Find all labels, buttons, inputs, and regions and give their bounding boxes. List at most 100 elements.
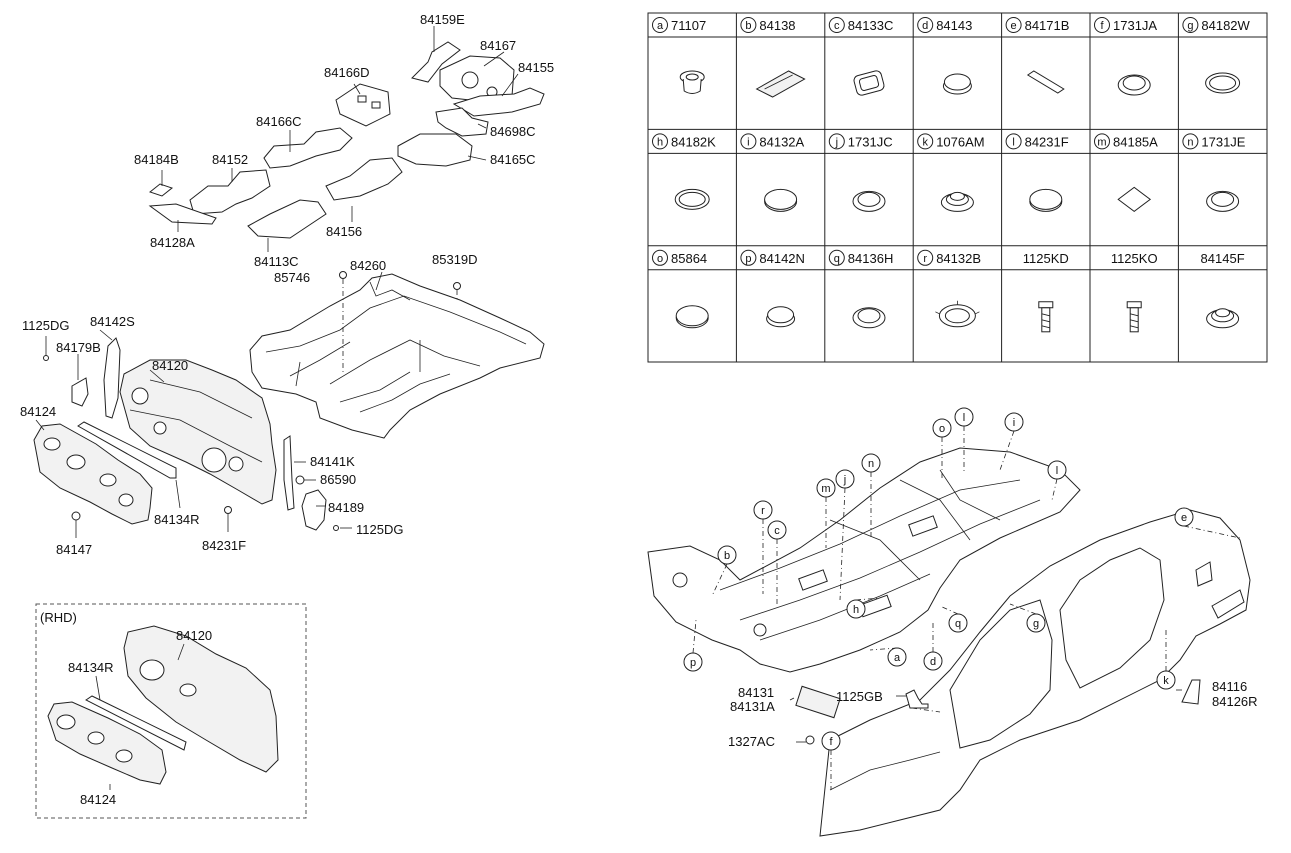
callout-k: k (1156, 630, 1176, 690)
rhd-title: (RHD) (40, 610, 77, 625)
pad-84156 (325, 157, 403, 201)
cell-letter: a (657, 20, 664, 32)
callout-letter: j (843, 474, 846, 486)
callout-letter: c (774, 525, 780, 537)
label-84124: 84124 (20, 404, 56, 419)
label-84167: 84167 (480, 38, 516, 53)
pad-icon (755, 70, 806, 98)
callout-m: m (816, 478, 836, 548)
label-1327AC: 1327AC (728, 734, 775, 749)
label-84134R: 84134R (154, 512, 200, 527)
cell-letter: f (1100, 20, 1104, 32)
stepped-plug-icon (940, 191, 974, 212)
cell-letter: n (1187, 136, 1193, 148)
table-cell-header: j 1731JC (828, 133, 893, 150)
cell-code: 1731JE (1201, 134, 1245, 149)
ring-plug-icon (1117, 74, 1151, 96)
pad-84698C (435, 107, 489, 137)
label-84113C: 84113C (254, 254, 299, 269)
table-cell-header: o 85864 (652, 249, 707, 266)
callout-n: n (861, 453, 881, 540)
stepped-plug-icon (1206, 308, 1240, 329)
disc-plug-icon (764, 188, 798, 212)
dash-panel-84120 (119, 359, 277, 505)
bracket-84179B (71, 377, 89, 407)
callout-q: q (939, 605, 968, 633)
callout-a: a (869, 647, 907, 667)
cell-code: 1125KD (1023, 251, 1069, 266)
label-84166C: 84166C (256, 114, 302, 129)
table-cell-header: 1125KD (1023, 251, 1069, 266)
table-cell-header: m 84185A (1094, 133, 1158, 150)
callout-l: l (954, 407, 974, 474)
callout-letter: r (761, 505, 765, 517)
label-84142S: 84142S (90, 314, 135, 329)
ring-plug-icon (852, 307, 886, 329)
callout-letter: l (963, 412, 965, 424)
label-84152: 84152 (212, 152, 248, 167)
cell-letter: d (922, 20, 928, 32)
pad-84131 (795, 685, 841, 719)
callout-o: o (932, 418, 952, 480)
callout-b: b (711, 545, 737, 597)
cell-code: 1731JC (848, 134, 893, 149)
callout-f: f (821, 731, 841, 790)
pad-84113C (247, 199, 327, 239)
cell-letter: r (923, 253, 927, 265)
rhd-box (35, 603, 307, 819)
label-85319D: 85319D (432, 252, 478, 267)
label-84120: 84120 (152, 358, 188, 373)
callout-j: j (835, 469, 855, 601)
cell-letter: l (1012, 136, 1014, 148)
strip-84134R (77, 421, 177, 479)
callout-letter: g (1033, 618, 1039, 630)
cell-letter: j (835, 136, 838, 148)
callout-l: l (1047, 460, 1067, 501)
floor-pads-group (148, 41, 545, 239)
bracket-84142S (103, 337, 121, 419)
grommet-icon (679, 70, 705, 94)
disc-plug-icon (1029, 188, 1063, 212)
rhd-label-84134R: 84134R (68, 660, 114, 675)
flat-ring-icon (1205, 72, 1241, 94)
pad-84166D (335, 83, 391, 127)
label-1125GB: 1125GB (836, 689, 883, 704)
cell-letter: m (1097, 136, 1106, 148)
underbody-floor (647, 447, 1081, 673)
label-84231F: 84231F (202, 538, 246, 553)
label-84159E: 84159E (420, 12, 465, 27)
cell-letter: o (657, 253, 663, 265)
cell-code: 85864 (671, 251, 707, 266)
label-84260: 84260 (350, 258, 386, 273)
callout-p: p (683, 619, 703, 672)
label-84126R: 84126R (1212, 694, 1258, 709)
callout-letter: f (829, 736, 833, 748)
label-84147: 84147 (56, 542, 92, 557)
cell-letter: c (834, 20, 840, 32)
label-1125DG-top: 1125DG (22, 318, 69, 333)
pad-84128A (148, 203, 217, 225)
cell-letter: h (657, 136, 663, 148)
callout-letter: d (930, 656, 936, 668)
strip-icon (1026, 70, 1065, 94)
label-86590: 86590 (320, 472, 356, 487)
callout-letter: k (1163, 675, 1169, 687)
label-84166D: 84166D (324, 65, 370, 80)
callout-d: d (923, 620, 943, 671)
label-84155: 84155 (518, 60, 554, 75)
insulator-84124 (33, 423, 153, 525)
table-cell-header: 1125KO (1111, 251, 1158, 266)
cell-code: 84185A (1113, 134, 1158, 149)
